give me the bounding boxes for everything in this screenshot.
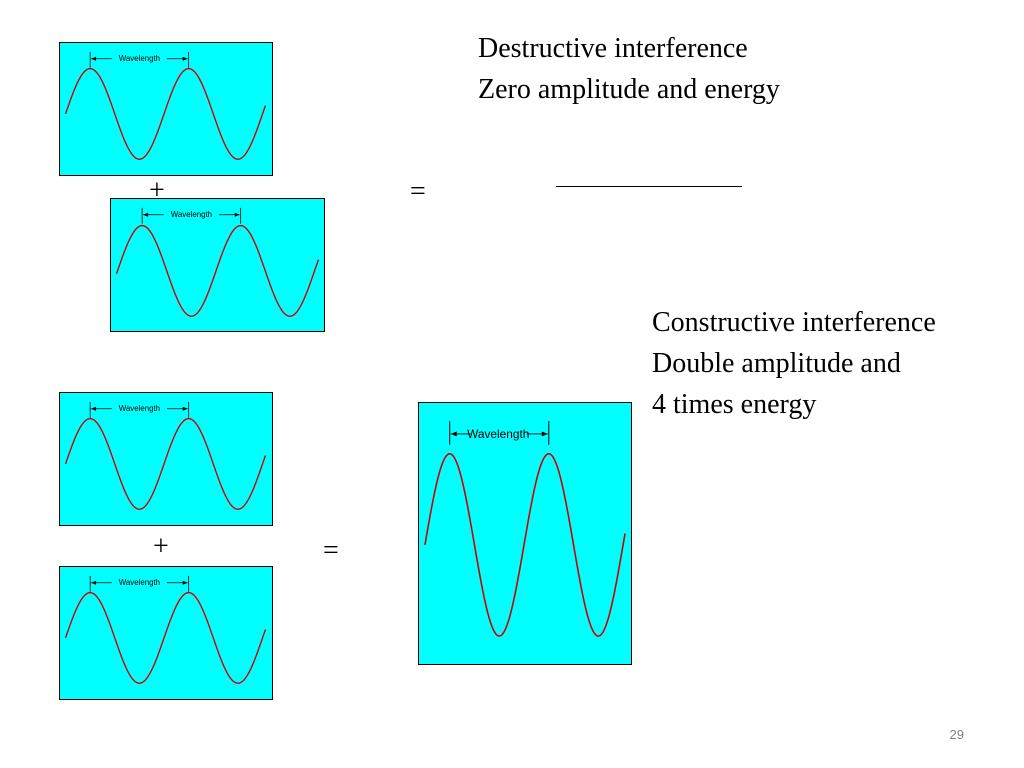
wavelength-label: Wavelength bbox=[467, 427, 529, 441]
wave-panel-destructive-a: Wavelength bbox=[59, 42, 273, 176]
destructive-title: Destructive interference bbox=[478, 33, 748, 64]
zero-amplitude-line bbox=[556, 186, 742, 187]
wave-diagram-constructive-result: Wavelength bbox=[424, 421, 626, 637]
wave-curve bbox=[64, 67, 267, 160]
wave-curve bbox=[424, 452, 626, 637]
constructive-caption: Constructive interference Double amplitu… bbox=[652, 302, 936, 425]
wavelength-label: Wavelength bbox=[119, 578, 160, 587]
wavelength-label: Wavelength bbox=[171, 210, 212, 219]
wavelength-marker: Wavelength bbox=[89, 51, 190, 68]
destructive-caption: Destructive interference Zero amplitude … bbox=[478, 28, 780, 110]
wavelength-marker: Wavelength bbox=[89, 401, 190, 418]
wave-panel-constructive-a: Wavelength bbox=[59, 392, 273, 526]
wave-curve bbox=[64, 591, 267, 684]
slide-number: 29 bbox=[949, 727, 964, 742]
wave-curve bbox=[115, 224, 320, 317]
wave-diagram-constructive-b: Wavelength bbox=[64, 575, 267, 684]
wavelength-label: Wavelength bbox=[119, 54, 160, 63]
plus-sign-destructive: + bbox=[149, 175, 165, 206]
destructive-description: Zero amplitude and energy bbox=[478, 74, 780, 105]
constructive-description-1: Double amplitude and bbox=[652, 348, 901, 379]
wave-panel-constructive-b: Wavelength bbox=[59, 566, 273, 700]
wavelength-marker: Wavelength bbox=[89, 575, 190, 592]
constructive-title: Constructive interference bbox=[652, 307, 936, 338]
equals-sign-destructive: = bbox=[410, 176, 426, 207]
constructive-description-2: 4 times energy bbox=[652, 389, 817, 420]
wave-diagram-destructive-b: Wavelength bbox=[115, 207, 320, 317]
plus-sign-constructive: + bbox=[153, 531, 169, 562]
wave-diagram-destructive-a: Wavelength bbox=[64, 51, 267, 160]
wavelength-marker: Wavelength bbox=[141, 207, 242, 224]
wave-panel-constructive-result: Wavelength bbox=[418, 402, 632, 665]
equals-sign-constructive: = bbox=[323, 535, 339, 566]
wavelength-marker: Wavelength bbox=[449, 421, 550, 445]
wave-diagram-constructive-a: Wavelength bbox=[64, 401, 267, 510]
wave-curve bbox=[64, 417, 267, 510]
wavelength-label: Wavelength bbox=[119, 404, 160, 413]
wave-panel-destructive-b: Wavelength bbox=[110, 198, 325, 332]
